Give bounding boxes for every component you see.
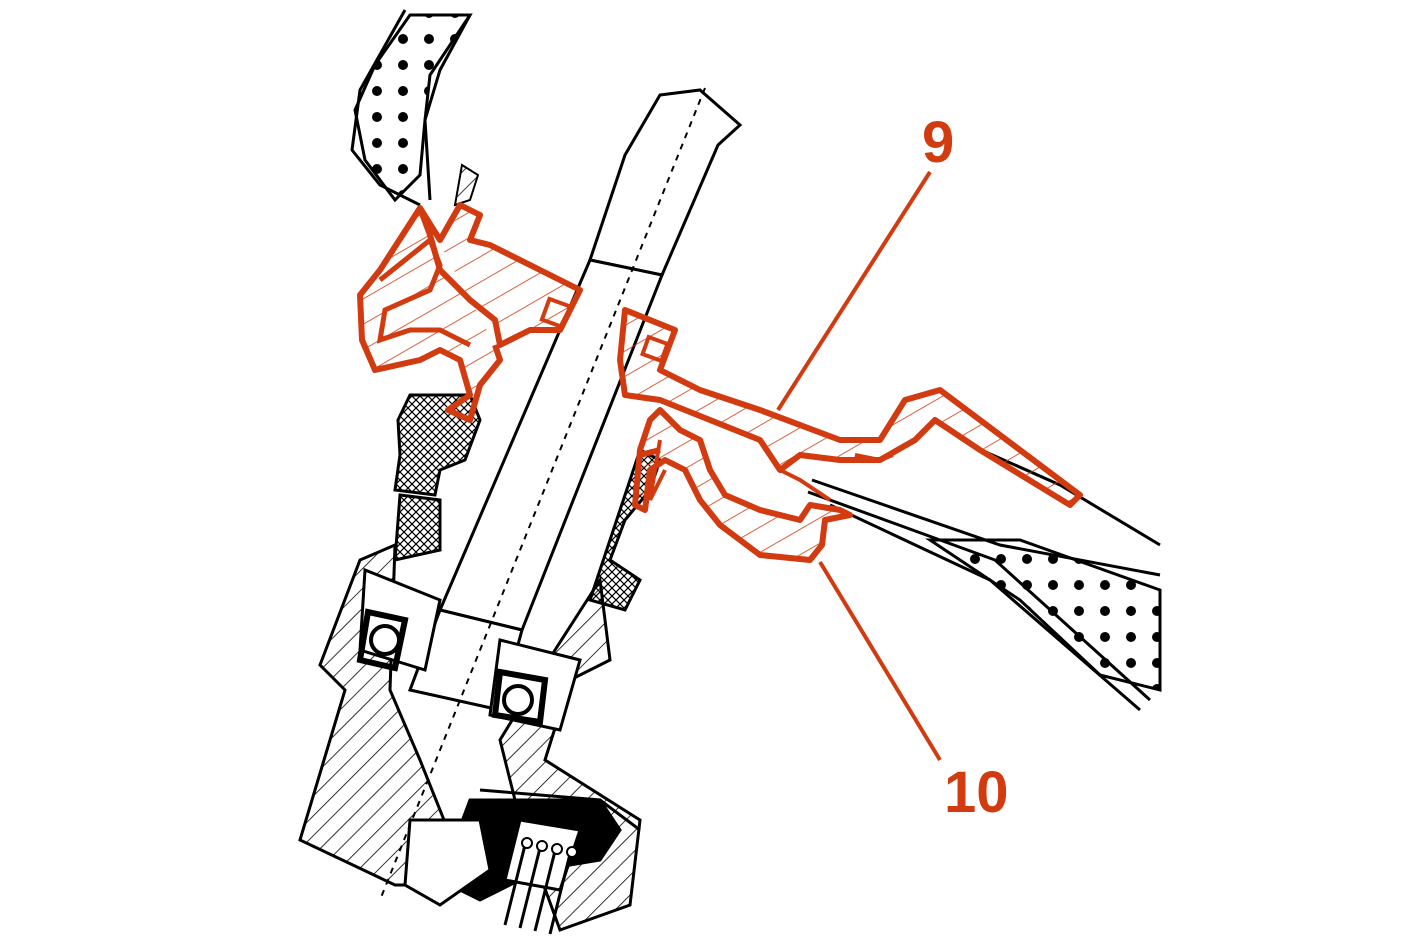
lower-right-padding [807,443,1162,712]
upper-bearing [356,567,442,672]
upper-padding [350,9,480,207]
callout-label-10: 10 [944,760,1009,825]
steering-stem [379,87,743,901]
highlighted-part-9 [357,202,1083,508]
callout-label-9: 9 [922,110,955,175]
leader-line-9 [776,170,932,412]
highlighted-part-10 [632,407,853,563]
leader-line-10 [818,560,942,762]
lower-spring-assembly [403,798,622,935]
lower-bearing [488,638,582,732]
